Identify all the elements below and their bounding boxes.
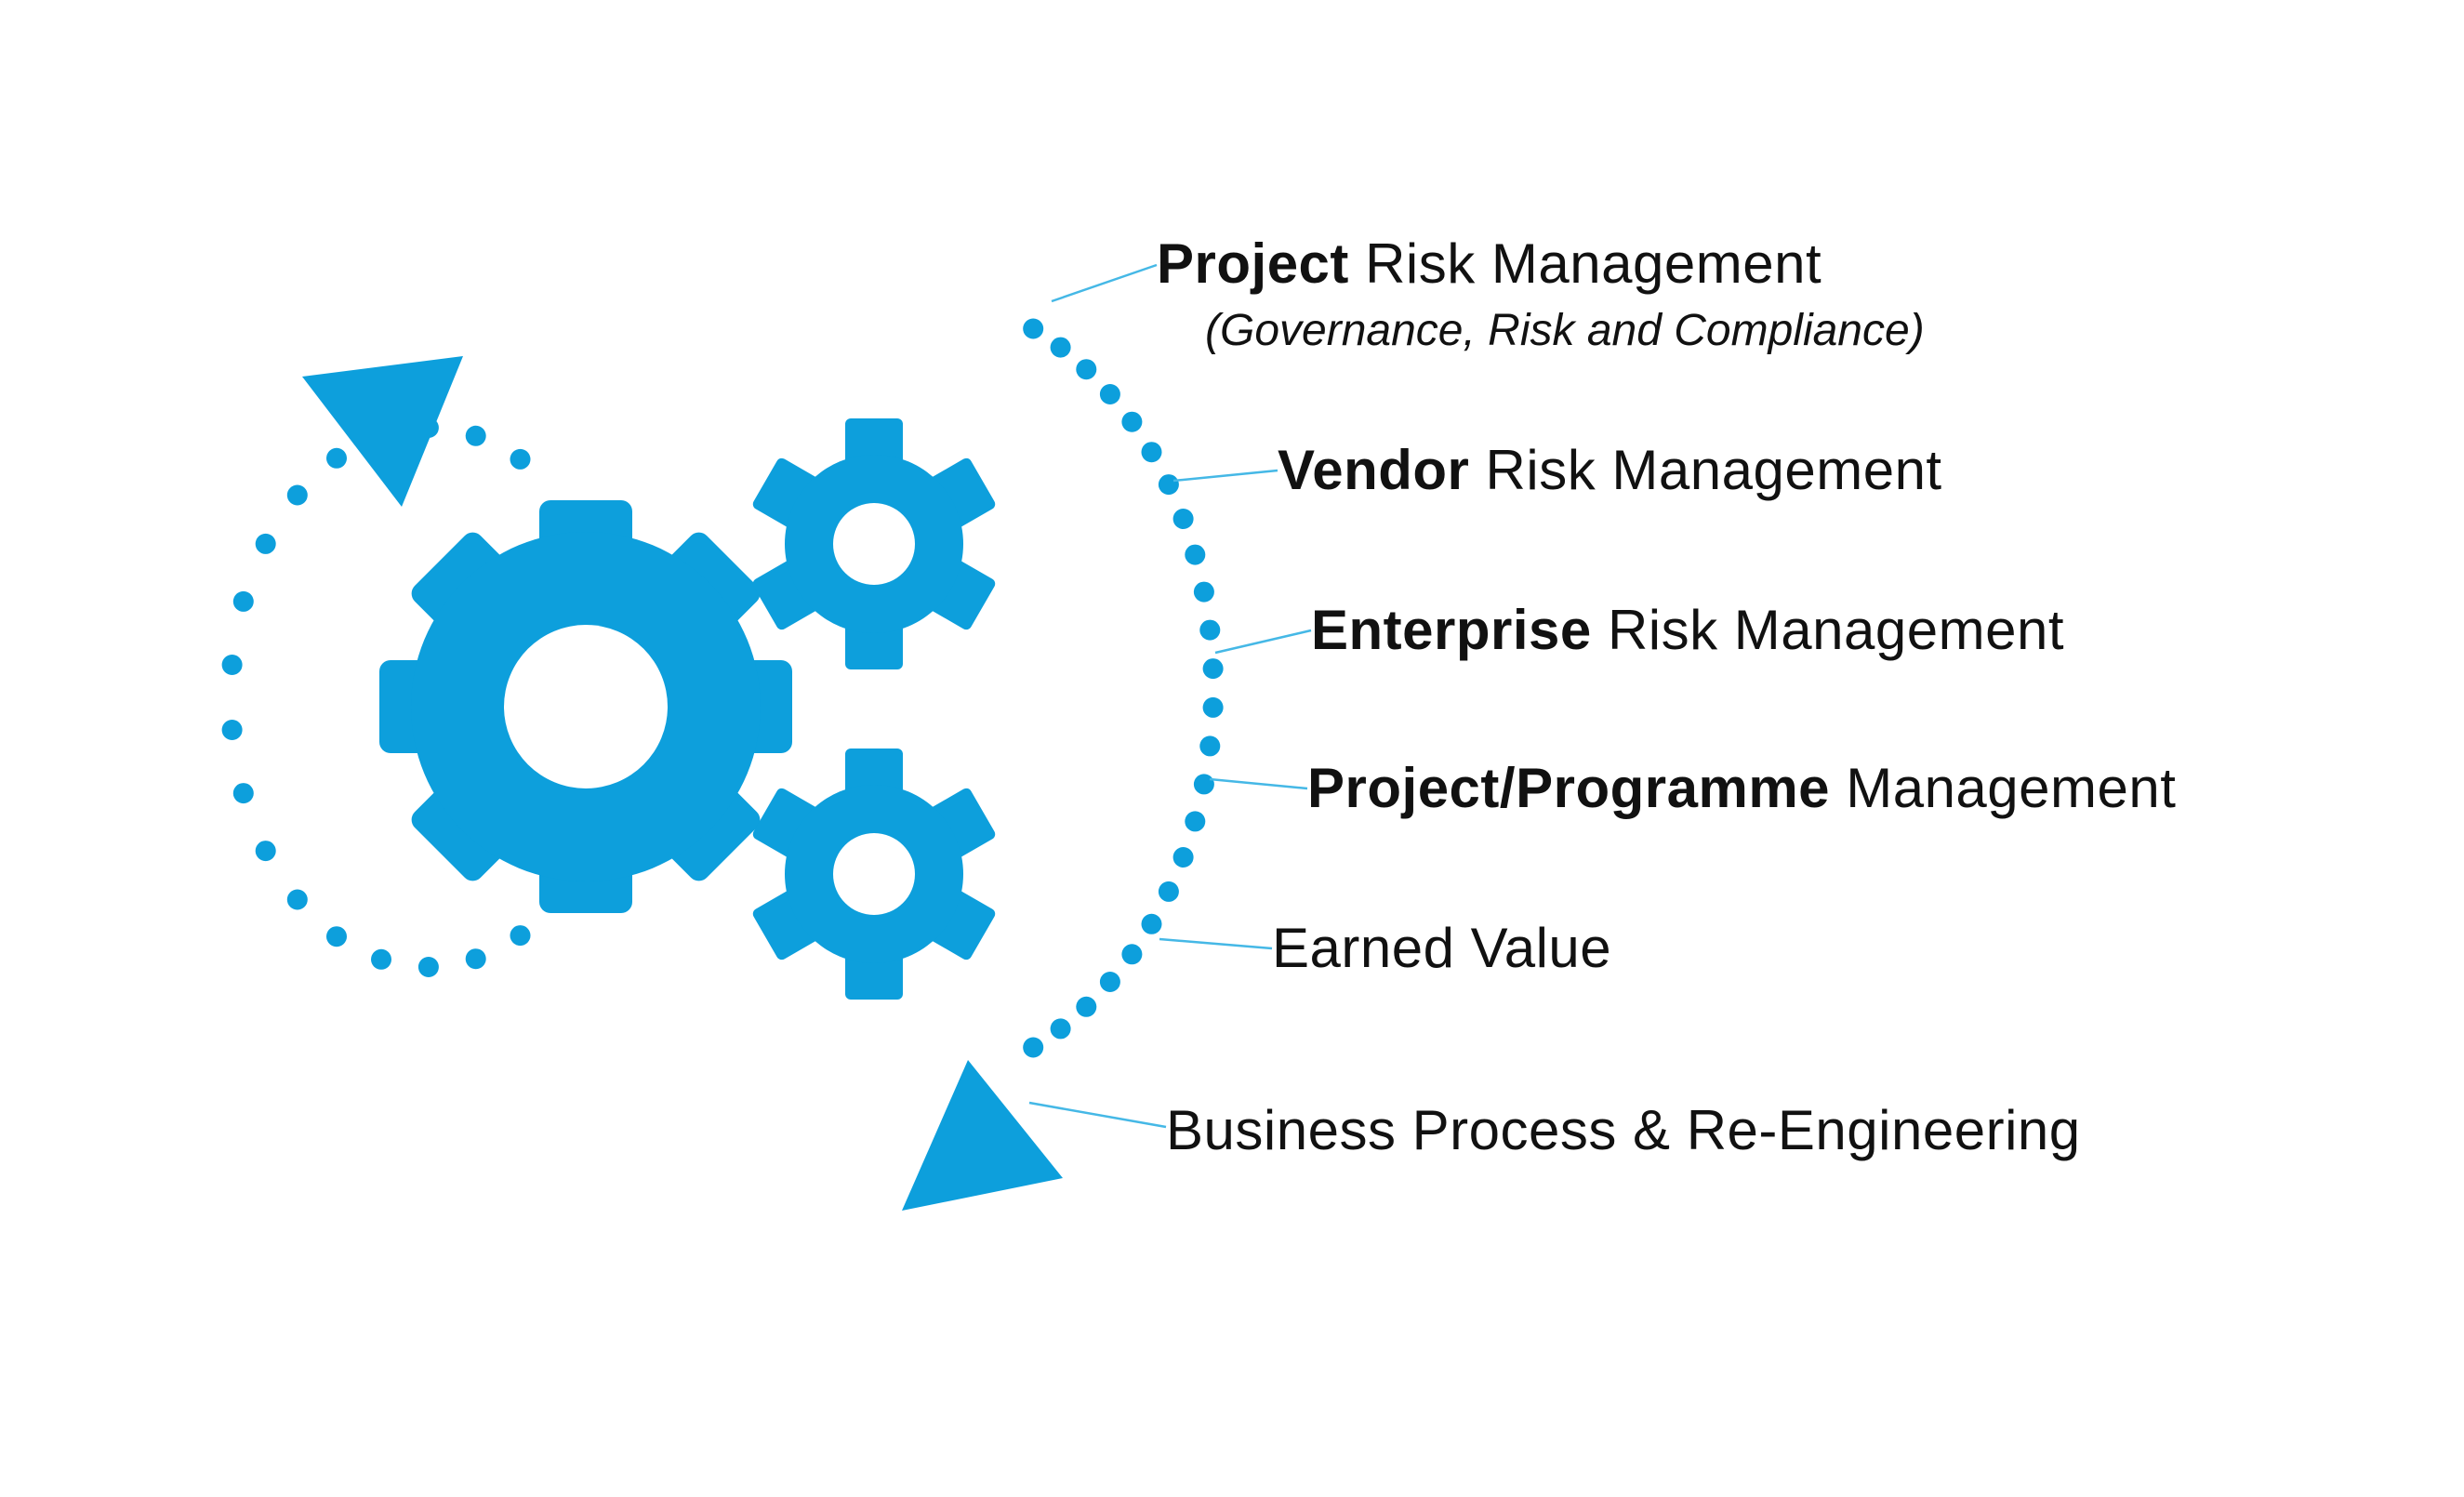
- large-gear-hole: [504, 625, 668, 788]
- right-arc-dot: [1193, 581, 1214, 603]
- right-arc-dot: [1185, 544, 1206, 565]
- small-gear-bottom-hole: [833, 833, 915, 915]
- right-arc-dot: [1158, 881, 1179, 902]
- item-enterprise-risk: Enterprise Risk Management: [1311, 603, 2064, 658]
- right-arc-dot: [1076, 359, 1097, 380]
- item-business-process: Business Process & Re-Engineering: [1166, 1103, 2081, 1159]
- item-vendor-risk-regular: Risk Management: [1469, 439, 1942, 501]
- connector-line: [1209, 777, 1308, 790]
- right-arc-dot: [1050, 337, 1071, 358]
- item-project-risk-bold: Project: [1157, 232, 1349, 295]
- connector-line: [1172, 469, 1278, 483]
- left-arc-dot: [221, 655, 243, 675]
- right-arc-dot: [1023, 1037, 1044, 1058]
- left-arc-dot: [371, 948, 391, 970]
- right-arc-dot: [1185, 811, 1206, 832]
- right-arc-dot: [1202, 696, 1224, 718]
- left-dotted-arc: [221, 417, 531, 977]
- right-arc-dot: [1202, 658, 1224, 680]
- right-dotted-arc: [1023, 318, 1224, 1058]
- connector-lines: [1028, 263, 1312, 1129]
- small-gear-bottom-icon: [752, 748, 996, 1000]
- left-arc-dot: [465, 948, 486, 970]
- item-enterprise-risk-bold: Enterprise: [1311, 599, 1592, 661]
- left-arc-dot: [255, 841, 276, 862]
- right-arc-dot: [1172, 847, 1194, 868]
- item-vendor-risk: Vendor Risk Management: [1278, 443, 1942, 498]
- right-arc-dot: [1099, 384, 1120, 404]
- item-project-programme-regular: Management: [1830, 757, 2177, 819]
- item-project-risk-regular: Risk Management: [1348, 232, 1822, 295]
- left-arc-dot: [255, 533, 276, 554]
- item-project-programme-bold: Project/Programme: [1307, 757, 1831, 819]
- right-arc-dot: [1141, 442, 1162, 463]
- left-arc-dot: [221, 720, 243, 740]
- small-gear-top-icon: [752, 418, 996, 669]
- left-arc-dot: [417, 957, 439, 977]
- left-arc-dot: [326, 447, 347, 469]
- left-arc-dot: [286, 889, 308, 910]
- item-project-programme: Project/Programme Management: [1307, 761, 2176, 816]
- item-project-risk: Project Risk Management: [1157, 236, 1822, 292]
- left-arc-dot: [232, 590, 254, 612]
- item-vendor-risk-bold: Vendor: [1278, 439, 1470, 501]
- right-arc-dot: [1076, 996, 1097, 1017]
- right-arc-dot: [1172, 509, 1194, 529]
- connector-line: [1214, 629, 1312, 655]
- connector-line: [1051, 263, 1158, 303]
- right-arc-dot: [1199, 619, 1221, 641]
- large-gear-icon: [379, 500, 792, 913]
- right-arc-dot: [1050, 1018, 1071, 1040]
- item-enterprise-risk-regular: Risk Management: [1591, 599, 2064, 661]
- right-arc-dot: [1023, 318, 1044, 339]
- item-project-risk-subtitle: (Governance, Risk and Compliance): [1205, 306, 1925, 355]
- small-gear-top-hole: [833, 503, 915, 585]
- left-arc-dot: [510, 925, 531, 947]
- item-earned-value: Earned Value: [1272, 921, 1611, 976]
- connector-line: [1159, 937, 1273, 950]
- right-arc-dot: [1141, 913, 1162, 934]
- right-arc-dot: [1158, 474, 1179, 496]
- item-earned-value-regular: Earned Value: [1272, 917, 1612, 979]
- right-arrowhead-icon: [902, 1060, 1063, 1211]
- right-arc-dot: [1099, 972, 1120, 992]
- left-arc-dot: [232, 783, 254, 804]
- left-arc-dot: [510, 448, 531, 470]
- connector-line: [1028, 1101, 1167, 1129]
- left-arc-dot: [326, 926, 347, 947]
- right-arc-dot: [1199, 735, 1221, 757]
- right-arc-dot: [1193, 774, 1214, 795]
- right-arc-dot: [1121, 411, 1143, 432]
- left-arc-dot: [465, 425, 486, 446]
- left-arrowhead-icon: [302, 356, 463, 507]
- item-business-process-regular: Business Process & Re-Engineering: [1166, 1099, 2081, 1161]
- right-arc-dot: [1121, 944, 1143, 965]
- left-arc-dot: [286, 484, 308, 506]
